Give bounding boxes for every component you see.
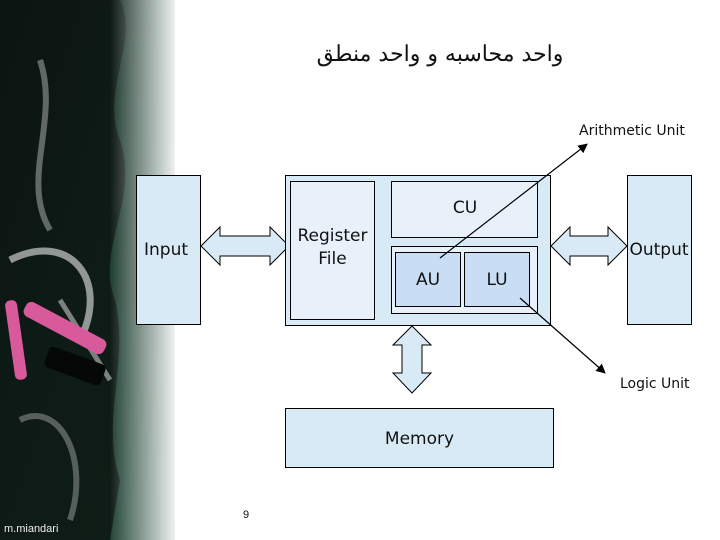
memory-box <box>285 408 554 468</box>
lu-box <box>464 252 530 307</box>
page-number: 9 <box>243 509 250 521</box>
register-file-label: Register File <box>297 226 368 269</box>
cpu-memory-arrow <box>391 325 433 394</box>
author-credit: m.miandari <box>4 523 59 535</box>
au-label: AU <box>415 270 441 290</box>
au-box <box>395 252 461 307</box>
output-label: Output <box>629 240 689 260</box>
arithmetic-unit-label: Arithmetic Unit <box>579 123 685 139</box>
cu-label: CU <box>452 198 478 218</box>
input-label: Input <box>143 240 189 260</box>
chalkboard-sidebar <box>0 0 175 540</box>
input-box <box>136 175 201 325</box>
memory-label: Memory <box>384 429 455 449</box>
arithmetic-unit-pointer <box>439 143 588 259</box>
output-box <box>627 175 692 325</box>
cu-box <box>391 181 538 238</box>
logic-unit-pointer <box>519 297 606 374</box>
register-file-box <box>290 181 375 320</box>
page-title: واحد محاسبه و واحد منطق <box>316 42 564 67</box>
lu-label: LU <box>486 270 508 290</box>
logic-unit-label: Logic Unit <box>620 376 690 392</box>
